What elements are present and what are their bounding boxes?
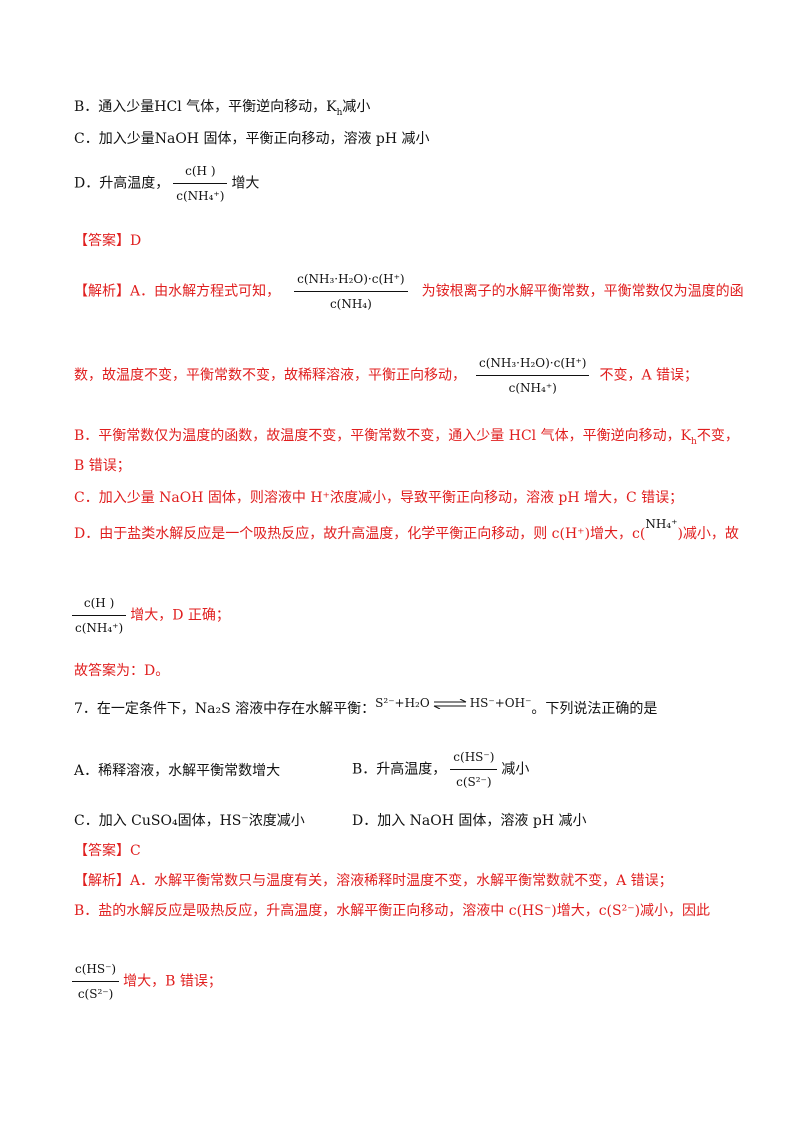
answer-tag: 【答案】 [74,233,130,249]
q6-option-b: B．通入少量HCl 气体，平衡逆向移动，Kh减小 [74,98,370,122]
q6-analysis-b-line1: B．平衡常数仅为温度的函数，故温度不变，平衡常数不变，通入少量 HCl 气体，平… [74,427,739,451]
fraction-numerator: c(H ) [185,164,216,178]
analysis-tag: 【解析】 [74,283,130,300]
q6-final-answer: 故答案为：D。 [74,662,169,680]
fraction-numerator: c(NH₃·H₂O)·c(H⁺) [297,272,405,286]
q7-option-b: B．升高温度， c(HS⁻) c(S²⁻)减小 [352,746,529,793]
analysis-text: 不变，A 错误； [599,367,699,384]
subscript: h [691,436,697,447]
analysis-text: A．由水解方程式可知， [130,283,281,300]
question-text: 。下列说法正确的是 [531,701,658,717]
equation-right: HS⁻+OH⁻ [469,696,532,710]
option-tail: 增大 [231,175,260,192]
option-text: A．稀释溶液，水解平衡常数增大 [74,763,281,779]
fraction: c(HS⁻) c(S²⁻) [450,746,498,793]
analysis-text: 不变， [696,428,739,444]
analysis-text: C．加入少量 NaOH 固体，则溶液中 H⁺浓度减小，导致平衡正向移动，溶液 p… [74,490,684,506]
ion-label: NH₄⁺ [645,517,678,531]
q7-analysis-b-line1: B．盐的水解反应是吸热反应，升高温度，水解平衡正向移动，溶液中 c(HS⁻)增大… [74,902,710,920]
option-text: 通入少量HCl 气体，平衡逆向移动，K [98,99,337,115]
answer-value: D [130,233,142,249]
option-label: B． [74,99,99,115]
q6-analysis-b-line2: B 错误； [74,457,131,475]
q6-analysis-d-line2: c(H ) c(NH₄⁺)增大，D 正确； [72,592,230,639]
option-text: D．加入 NaOH 固体，溶液 pH 减小 [352,813,587,829]
option-text: C．加入 CuSO₄固体，HS⁻浓度减小 [74,813,305,829]
answer-value: C [130,843,141,859]
option-tail: 减小 [501,761,530,778]
fraction-denominator: c(NH₄⁺) [72,615,127,639]
subscript: h [336,107,343,118]
analysis-text: B 错误； [74,458,131,474]
analysis-text: B．平衡常数仅为温度的函数，故温度不变，平衡常数不变，通入少量 HCl 气体，平… [74,428,692,444]
q6-analysis-a-line2: 数，故温度不变，平衡常数不变，故稀释溶液，平衡正向移动， c(NH₃·H₂O)·c… [74,352,698,399]
q6-answer: 【答案】D [74,232,141,250]
fraction-numerator: c(H ) [83,596,115,610]
fraction-numerator: c(NH₃·H₂O)·c(H⁺) [479,356,587,370]
option-label: C． [74,131,99,147]
fraction-denominator: c(S²⁻) [72,981,120,1005]
q7-option-d: D．加入 NaOH 固体，溶液 pH 减小 [352,812,586,830]
analysis-text: 增大，B 错误； [123,973,222,990]
equilibrium-arrow-icon [433,698,466,709]
q6-option-c: C．加入少量NaOH 固体，平衡正向移动，溶液 pH 减小 [74,130,430,148]
q7-option-a: A．稀释溶液，水解平衡常数增大 [74,762,280,780]
q7-analysis-a: 【解析】A．水解平衡常数只与温度有关，溶液稀释时温度不变，水解平衡常数就不变，A… [74,872,673,890]
fraction: c(NH₃·H₂O)·c(H⁺) c(NH₄⁺) [476,352,590,399]
q6-option-d: D．升高温度， c(H ) c(NH₄⁺)增大 [74,160,259,207]
option-label: D． [74,175,100,192]
fraction-denominator: c(NH₄⁺) [476,375,590,399]
fraction-numerator: c(HS⁻) [75,962,117,976]
q7-option-c: C．加入 CuSO₄固体，HS⁻浓度减小 [74,812,305,830]
analysis-tag: 【解析】 [74,873,130,889]
fraction: c(H ) c(NH₄⁺) [173,160,228,207]
analysis-text: 为铵根离子的水解平衡常数，平衡常数仅为温度的函 [421,283,744,300]
q6-analysis-d-line1: D．由于盐类水解反应是一个吸热反应，故升高温度，化学平衡正向移动，则 c(H⁺)… [74,517,739,543]
q6-analysis-c: C．加入少量 NaOH 固体，则溶液中 H⁺浓度减小，导致平衡正向移动，溶液 p… [74,489,683,507]
q6-analysis-a-line1: 【解析】A．由水解方程式可知， c(NH₃·H₂O)·c(H⁺) c(NH₄) 为铵根… [74,268,744,315]
fraction-denominator: c(NH₄⁺) [173,183,228,207]
analysis-text: 故答案为：D。 [74,663,170,679]
q7-stem: 7．在一定条件下，Na₂S 溶液中存在水解平衡：S²⁻+H₂O HS⁻+OH⁻。下… [74,696,658,718]
answer-tag: 【答案】 [74,843,130,859]
equation-left: S²⁻+H₂O [375,696,430,710]
question-text: 7．在一定条件下，Na₂S 溶液中存在水解平衡： [74,701,376,717]
hydrolysis-equation: S²⁻+H₂O HS⁻+OH⁻ [375,696,531,710]
q7-analysis-b-line2: c(HS⁻) c(S²⁻)增大，B 错误； [72,958,222,1005]
option-text: B．升高温度， [352,761,447,778]
q7-answer: 【答案】C [74,842,141,860]
fraction-numerator: c(HS⁻) [453,750,495,764]
analysis-text: 增大，D 正确； [130,607,230,624]
analysis-text: 数，故温度不变，平衡常数不变，故稀释溶液，平衡正向移动， [74,367,466,384]
fraction: c(NH₃·H₂O)·c(H⁺) c(NH₄) [294,268,408,315]
analysis-text: D．由于盐类水解反应是一个吸热反应，故升高温度，化学平衡正向移动，则 c(H⁺)… [74,526,646,542]
fraction: c(H ) c(NH₄⁺) [72,592,127,639]
analysis-text: B．盐的水解反应是吸热反应，升高温度，水解平衡正向移动，溶液中 c(HS⁻)增大… [74,903,711,919]
fraction-denominator: c(NH₄) [294,291,408,315]
option-text: 加入少量NaOH 固体，平衡正向移动，溶液 pH 减小 [98,131,430,147]
fraction: c(HS⁻) c(S²⁻) [72,958,120,1005]
option-tail: 减小 [342,99,371,115]
option-text: 升高温度， [99,175,170,192]
fraction-denominator: c(S²⁻) [450,769,498,793]
analysis-text: )减小，故 [677,526,739,542]
analysis-text: A．水解平衡常数只与温度有关，溶液稀释时温度不变，水解平衡常数就不变，A 错误； [130,873,673,889]
